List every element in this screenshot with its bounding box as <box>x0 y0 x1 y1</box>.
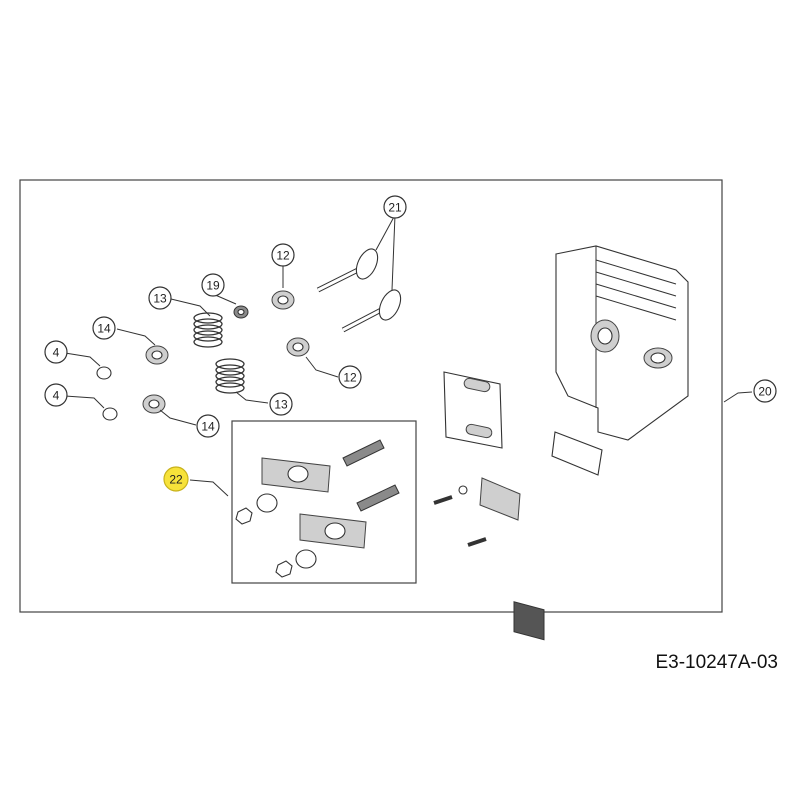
callout-22-label: 22 <box>169 473 183 487</box>
valve-spring-lower <box>215 358 245 394</box>
rocker-kit-frame <box>231 420 417 584</box>
breather-valve <box>479 477 521 521</box>
assembly-frame <box>19 179 723 613</box>
callout-22: 22 <box>163 466 189 492</box>
breather-washer <box>458 485 468 495</box>
rocker-stud-upper <box>342 439 385 467</box>
callout-19: 19 <box>201 273 225 297</box>
valve-seal-lower <box>286 337 310 357</box>
callout-21: 21 <box>383 195 407 219</box>
callout-12-upper: 12 <box>271 243 295 267</box>
breather-screw-upper <box>433 495 453 505</box>
callout-13-upper: 13 <box>148 286 172 310</box>
callout-19-label: 19 <box>206 279 220 293</box>
rocker-arm-lower <box>299 513 367 549</box>
leader-lines <box>64 214 753 497</box>
valve-cap-upper <box>96 366 112 380</box>
callout-20: 20 <box>753 379 777 403</box>
jam-nut-lower <box>275 560 293 578</box>
pivot-ball-upper <box>256 493 278 513</box>
callout-4-upper: 4 <box>44 340 68 364</box>
valve-cap-lower <box>102 407 118 421</box>
callout-4-upper-label: 4 <box>53 346 60 360</box>
callout-4-lower-label: 4 <box>53 389 60 403</box>
pivot-ball-lower <box>295 549 317 569</box>
head-gasket-plate <box>443 371 503 449</box>
valve-spring-upper <box>193 312 223 348</box>
breather-filter <box>513 601 545 641</box>
callout-20-label: 20 <box>758 385 772 399</box>
callout-12-lower: 12 <box>338 365 362 389</box>
callout-14-upper: 14 <box>92 316 116 340</box>
callout-14-upper-label: 14 <box>97 322 111 336</box>
spring-cap-lower <box>142 394 166 414</box>
callout-21-label: 21 <box>388 201 402 215</box>
callout-14-lower-label: 14 <box>201 420 215 434</box>
exhaust-valve <box>341 289 402 333</box>
jam-nut-upper <box>235 507 253 525</box>
callout-4-lower: 4 <box>44 383 68 407</box>
callout-13-lower-label: 13 <box>274 398 288 412</box>
breather-gasket <box>551 431 603 476</box>
intake-valve <box>316 248 379 293</box>
rocker-stud-lower <box>356 484 400 512</box>
callout-12-lower-label: 12 <box>343 371 357 385</box>
spring-cap-upper <box>145 345 169 365</box>
valve-seal-upper <box>271 290 295 310</box>
callout-14-lower: 14 <box>196 414 220 438</box>
callout-13-lower: 13 <box>269 392 293 416</box>
cylinder-head <box>555 245 689 441</box>
rocker-arm-upper <box>261 457 331 493</box>
callout-13-upper-label: 13 <box>153 292 167 306</box>
breather-screw-lower <box>467 537 487 547</box>
callout-12-upper-label: 12 <box>276 249 290 263</box>
valve-retainer <box>233 305 249 319</box>
diagram-code: E3-10247A-03 <box>655 652 778 673</box>
